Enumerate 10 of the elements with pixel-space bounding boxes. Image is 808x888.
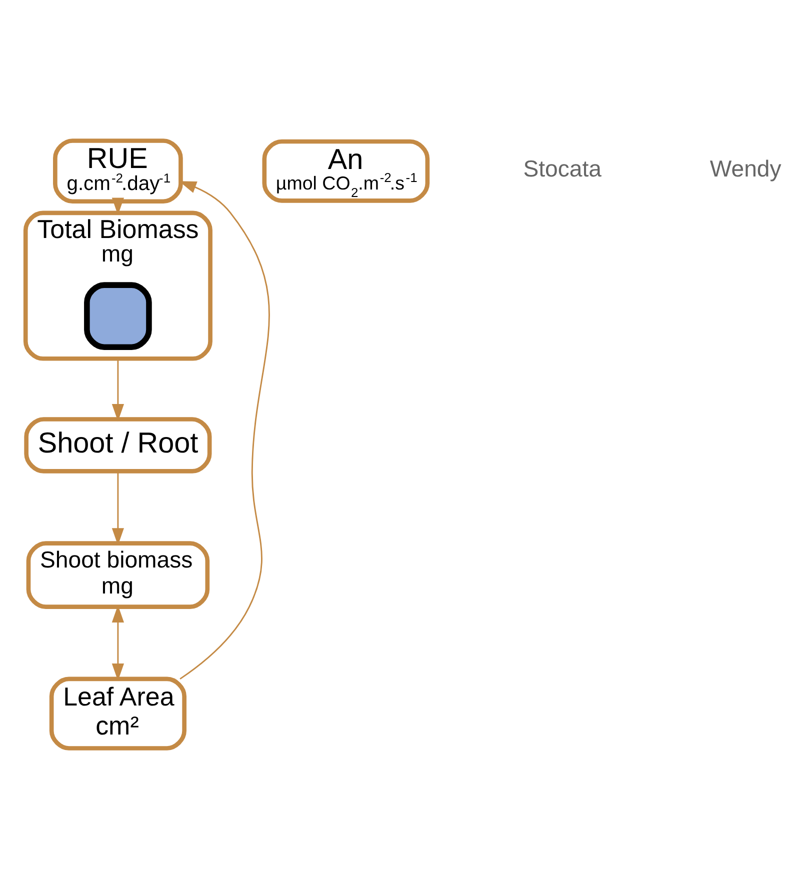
node-box: Shoot / Root bbox=[24, 416, 212, 473]
label: Stocata bbox=[523, 155, 602, 182]
cluster: Total Biomass mg bbox=[23, 210, 212, 360]
arrow bbox=[112, 358, 124, 421]
arrow bbox=[179, 180, 270, 680]
label: Wendy bbox=[710, 155, 782, 182]
node-box: Leaf Area cm² bbox=[49, 676, 186, 750]
node-box bbox=[84, 282, 152, 350]
node-box: Shoot biomass mg bbox=[26, 540, 210, 608]
node-box: An µmol CO$_{2}$.m$^{-2}$.s$^{-1}$ bbox=[262, 138, 430, 202]
